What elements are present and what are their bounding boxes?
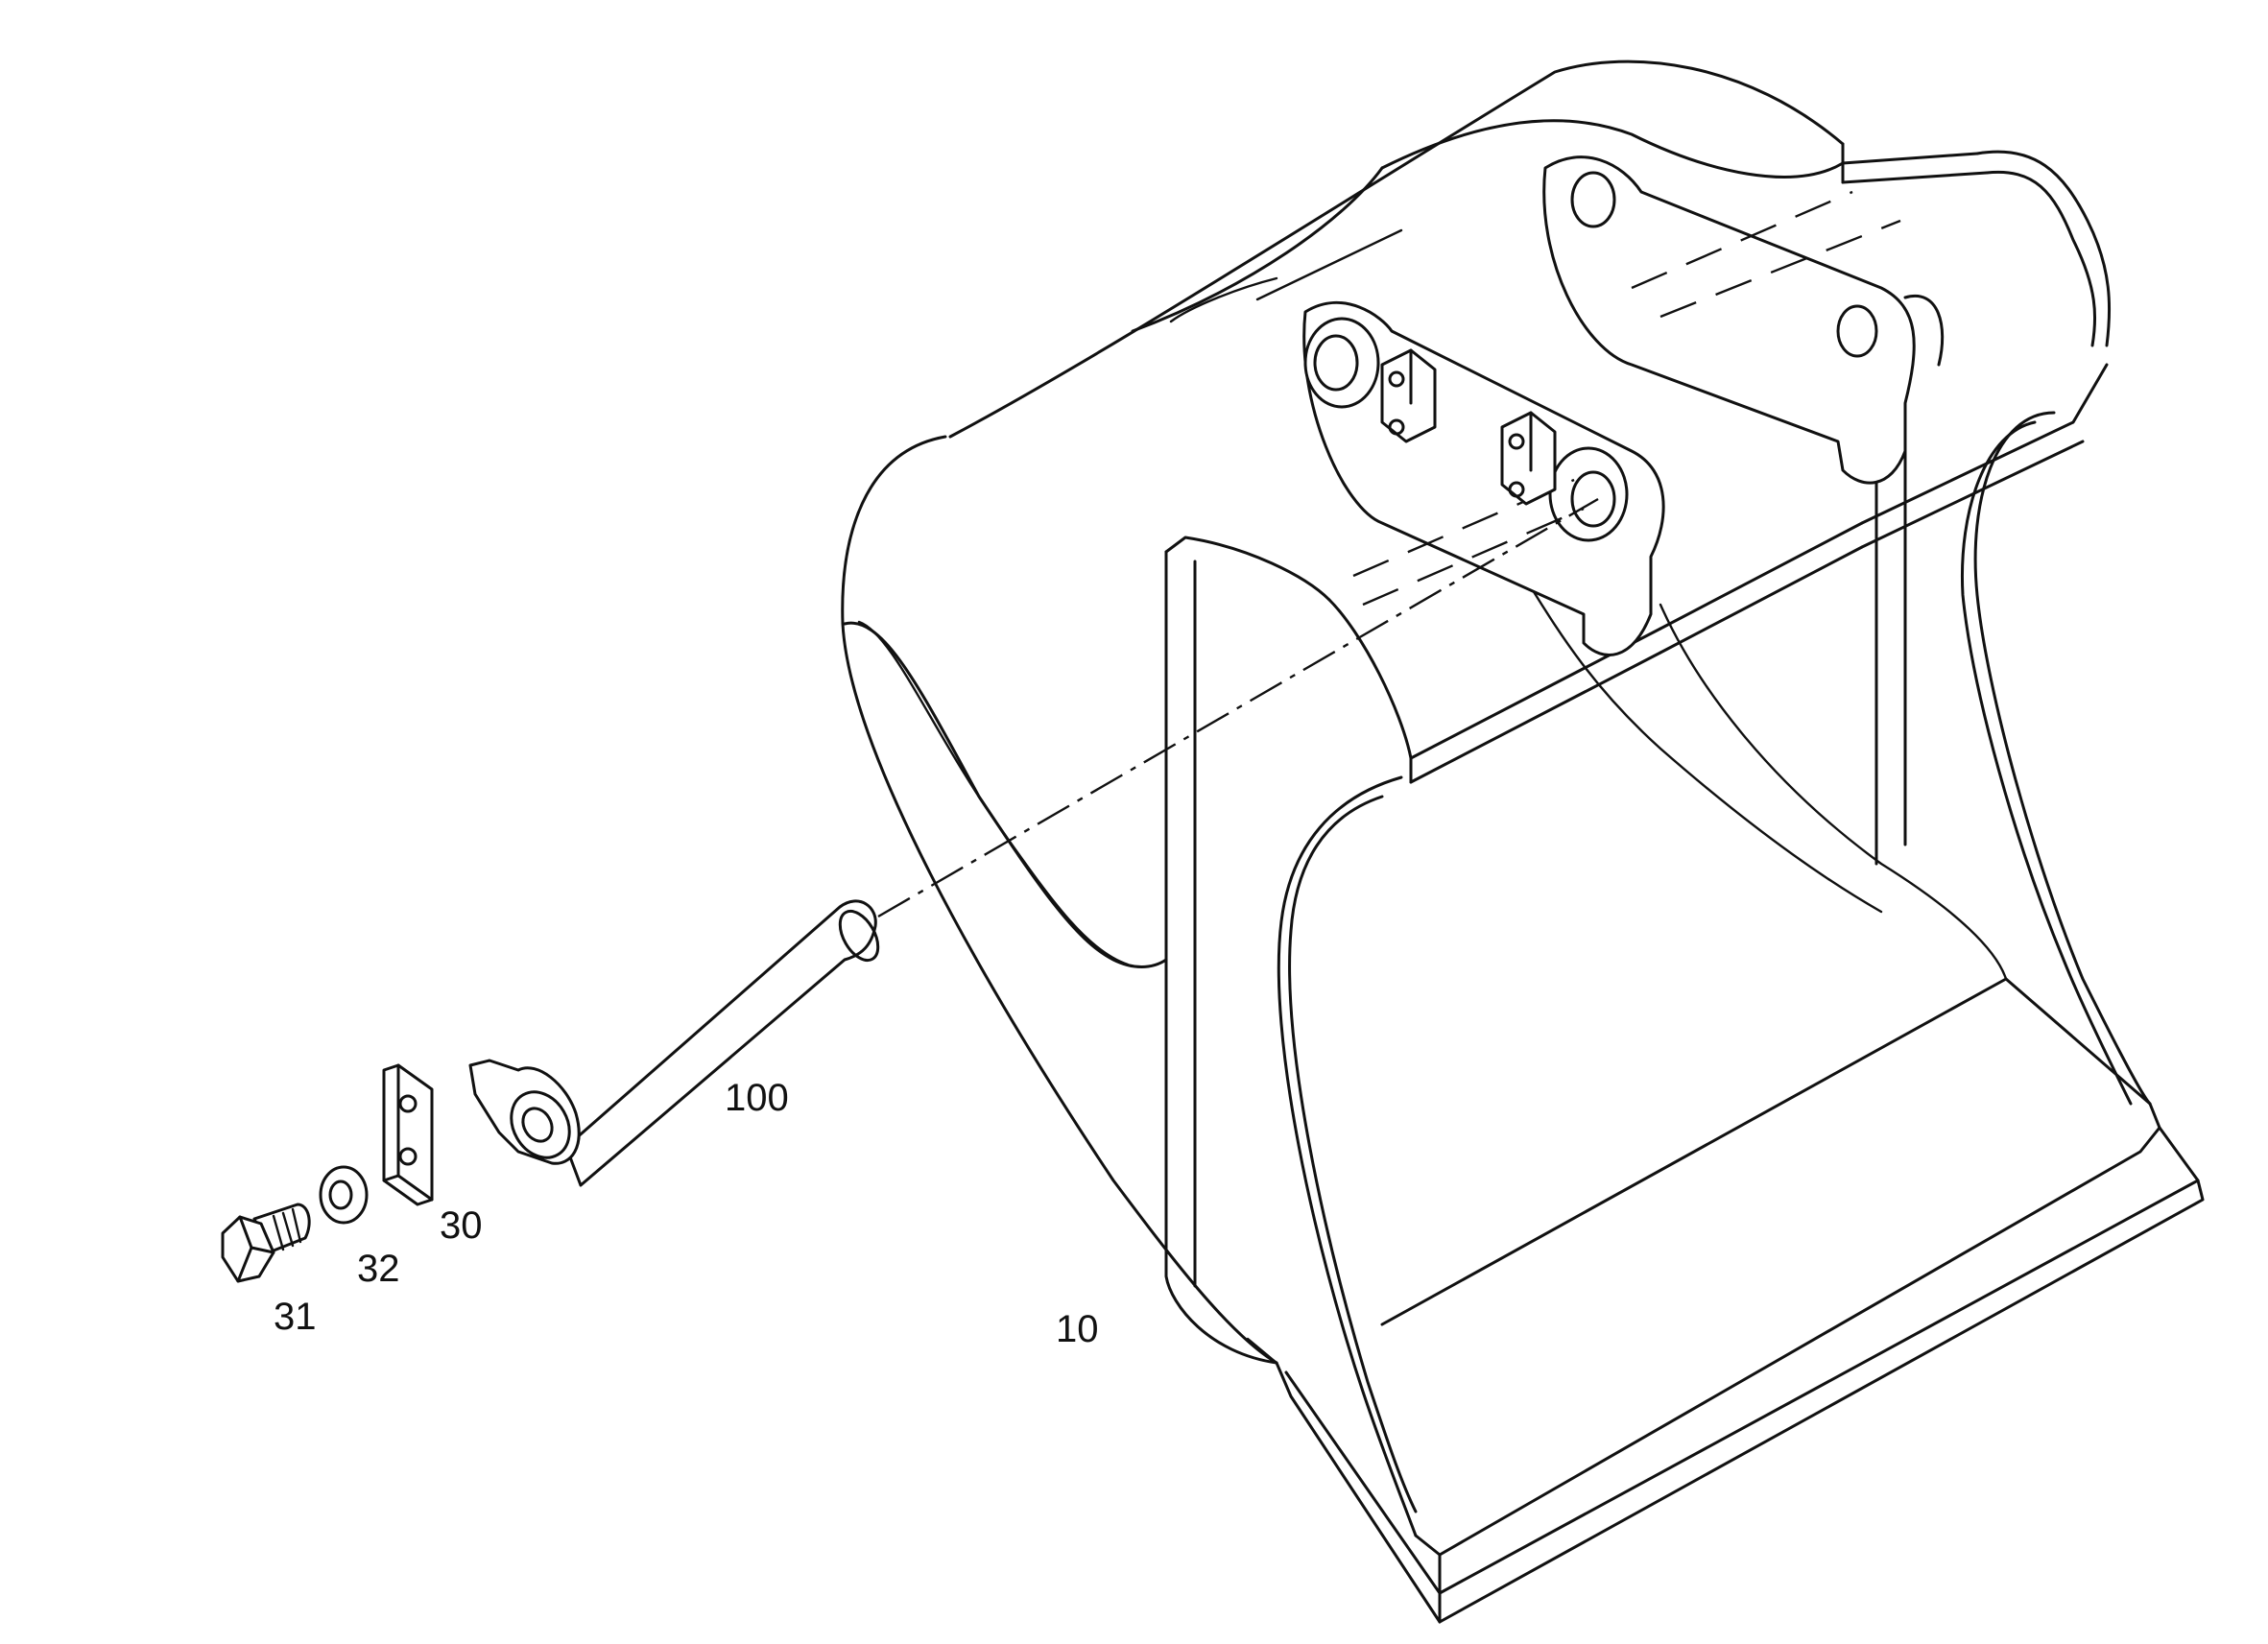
callout-pin: 100 xyxy=(725,1077,789,1119)
assembly-axis-line xyxy=(877,497,1599,918)
pin-part xyxy=(468,899,880,1187)
plate-part xyxy=(382,1063,434,1206)
callout-washer: 32 xyxy=(357,1248,400,1290)
bucket-part xyxy=(841,60,2205,1624)
callout-plate: 30 xyxy=(440,1204,483,1247)
bolt-part xyxy=(221,1203,311,1283)
callout-bolt: 31 xyxy=(274,1296,317,1338)
callout-bucket: 10 xyxy=(1056,1308,1099,1350)
washer-part xyxy=(319,1165,369,1225)
